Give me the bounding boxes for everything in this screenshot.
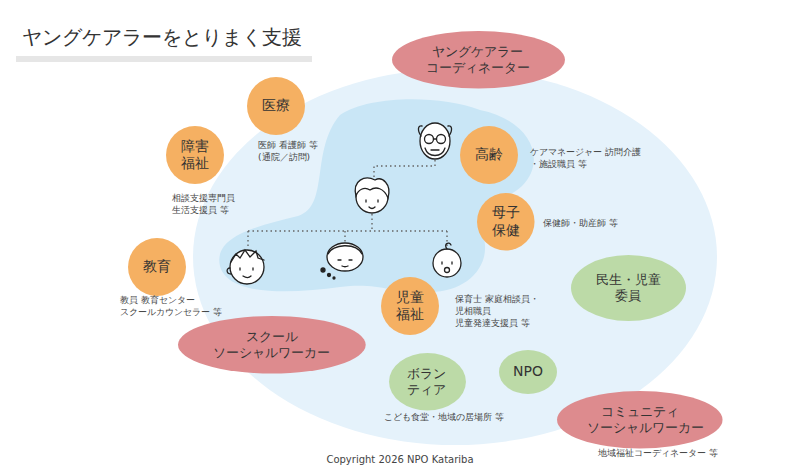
node-label: ヤングケアラー コーディネーター <box>422 44 534 77</box>
grandparent-figure <box>418 123 451 159</box>
node-description: こども食堂・地域の居場所 等 <box>384 411 504 423</box>
node-label: 医療 <box>262 97 290 115</box>
role-ellipse: NPO <box>499 350 557 394</box>
role-ellipse: ヤングケアラー コーディネーター <box>392 31 565 89</box>
node-fill <box>247 77 305 135</box>
node-fill <box>477 193 535 251</box>
parent-figure <box>355 178 389 213</box>
title-underline <box>16 56 312 62</box>
node-label: NPO <box>513 363 543 381</box>
node-label: コミュニティ ソーシャルワーカー <box>587 404 694 437</box>
role-ellipse: ボラン ティアこども食堂・地域の居場所 等 <box>389 353 466 411</box>
node-fill <box>166 126 224 184</box>
node-fill <box>178 316 366 374</box>
node-label: 高齢 <box>475 146 503 164</box>
node-description: 保健師・助産師 等 <box>543 217 618 229</box>
node-fill <box>392 31 565 89</box>
node-label: 民生・児童 委員 <box>593 272 663 305</box>
node-description: 地域福祉コーディネーター 等 <box>598 447 718 459</box>
node-label: 児童 福祉 <box>394 289 426 324</box>
role-ellipse: スクール ソーシャルワーカー <box>178 316 366 374</box>
node-fill <box>557 391 723 449</box>
copyright-note: Copyright 2026 NPO Katariba <box>326 454 473 465</box>
node-description: 教員 教育センター スクールカウンセラー 等 <box>120 294 238 318</box>
node-fill <box>389 353 466 411</box>
node-description: 保育士 家庭相談員・児相職員 児童発達支援員 等 <box>455 293 553 329</box>
field-circle: 児童 福祉保育士 家庭相談員・児相職員 児童発達支援員 等 <box>381 277 439 335</box>
node-fill <box>499 350 557 394</box>
diagram-title: ヤングケアラーをとりまく支援 <box>22 24 302 51</box>
role-ellipse: 民生・児童 委員 <box>571 255 686 321</box>
node-description: 医師 看護師 等 (通院／訪問) <box>258 139 324 163</box>
node-label: 障害 福祉 <box>179 138 211 173</box>
node-fill <box>128 238 186 296</box>
sibling-figure <box>321 243 363 279</box>
field-circle: 障害 福祉相談支援専門員 生活支援員 等 <box>166 126 224 184</box>
node-description: 相談支援専門員 生活支援員 等 <box>172 192 242 216</box>
node-label: 教育 <box>143 258 171 276</box>
node-description: ケアマネージャー 訪問介護 ・施設職員 等 <box>530 146 642 170</box>
field-circle: 母子 保健保健師・助産師 等 <box>477 193 535 251</box>
node-label: ボラン ティア <box>405 366 449 399</box>
field-circle: 医療医師 看護師 等 (通院／訪問) <box>247 77 305 135</box>
node-fill <box>571 255 686 321</box>
node-fill <box>460 126 518 184</box>
field-circle: 教育教員 教育センター スクールカウンセラー 等 <box>128 238 186 296</box>
node-label: 母子 保健 <box>490 204 522 239</box>
child-figure <box>227 250 264 284</box>
node-fill <box>381 277 439 335</box>
family-tree-lines <box>248 160 447 249</box>
node-label: スクール ソーシャルワーカー <box>211 329 333 362</box>
baby-figure <box>433 243 461 277</box>
support-circle <box>193 69 717 445</box>
field-circle: 高齢ケアマネージャー 訪問介護 ・施設職員 等 <box>460 126 518 184</box>
role-ellipse: コミュニティ ソーシャルワーカー地域福祉コーディネーター 等 <box>557 391 723 449</box>
